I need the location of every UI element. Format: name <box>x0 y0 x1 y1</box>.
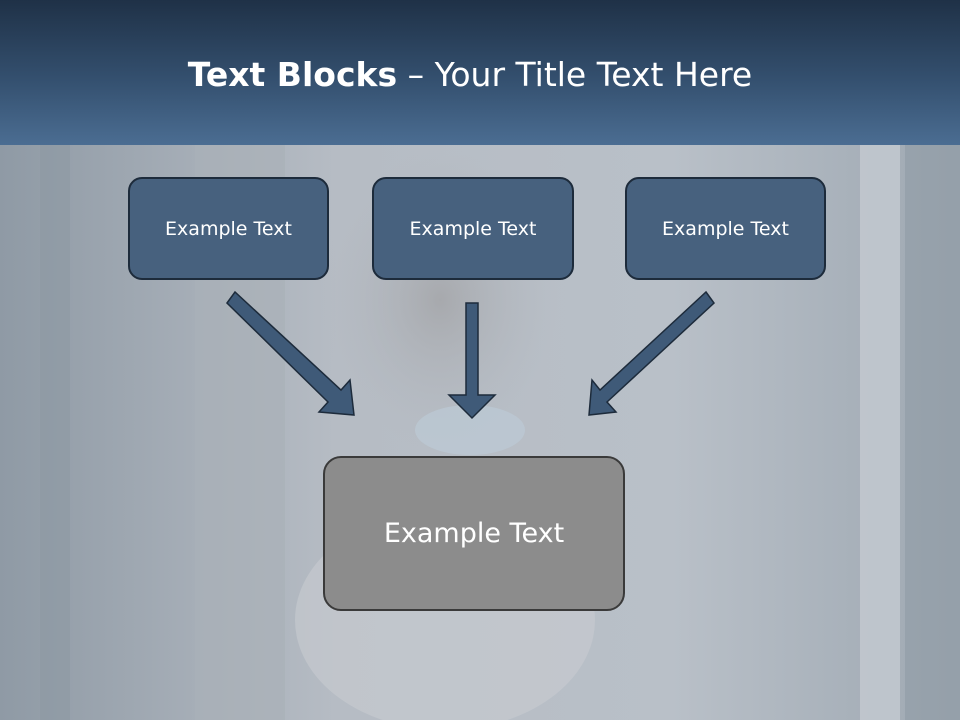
text-block-center[interactable]: Example Text <box>372 177 574 280</box>
text-block-left[interactable]: Example Text <box>128 177 329 280</box>
title-rest-part: Your Title Text Here <box>434 55 753 94</box>
slide-title: Text Blocks – Your Title Text Here <box>0 52 940 98</box>
title-bold-part: Text Blocks <box>187 55 398 94</box>
text-block-left-label: Example Text <box>165 217 292 240</box>
text-block-right-label: Example Text <box>662 217 789 240</box>
result-block-label: Example Text <box>383 518 565 549</box>
title-bar: Text Blocks – Your Title Text Here <box>0 0 960 145</box>
text-block-right[interactable]: Example Text <box>625 177 826 280</box>
result-block[interactable]: Example Text <box>323 456 625 611</box>
text-block-center-label: Example Text <box>409 217 537 240</box>
title-dash: – <box>397 55 435 94</box>
